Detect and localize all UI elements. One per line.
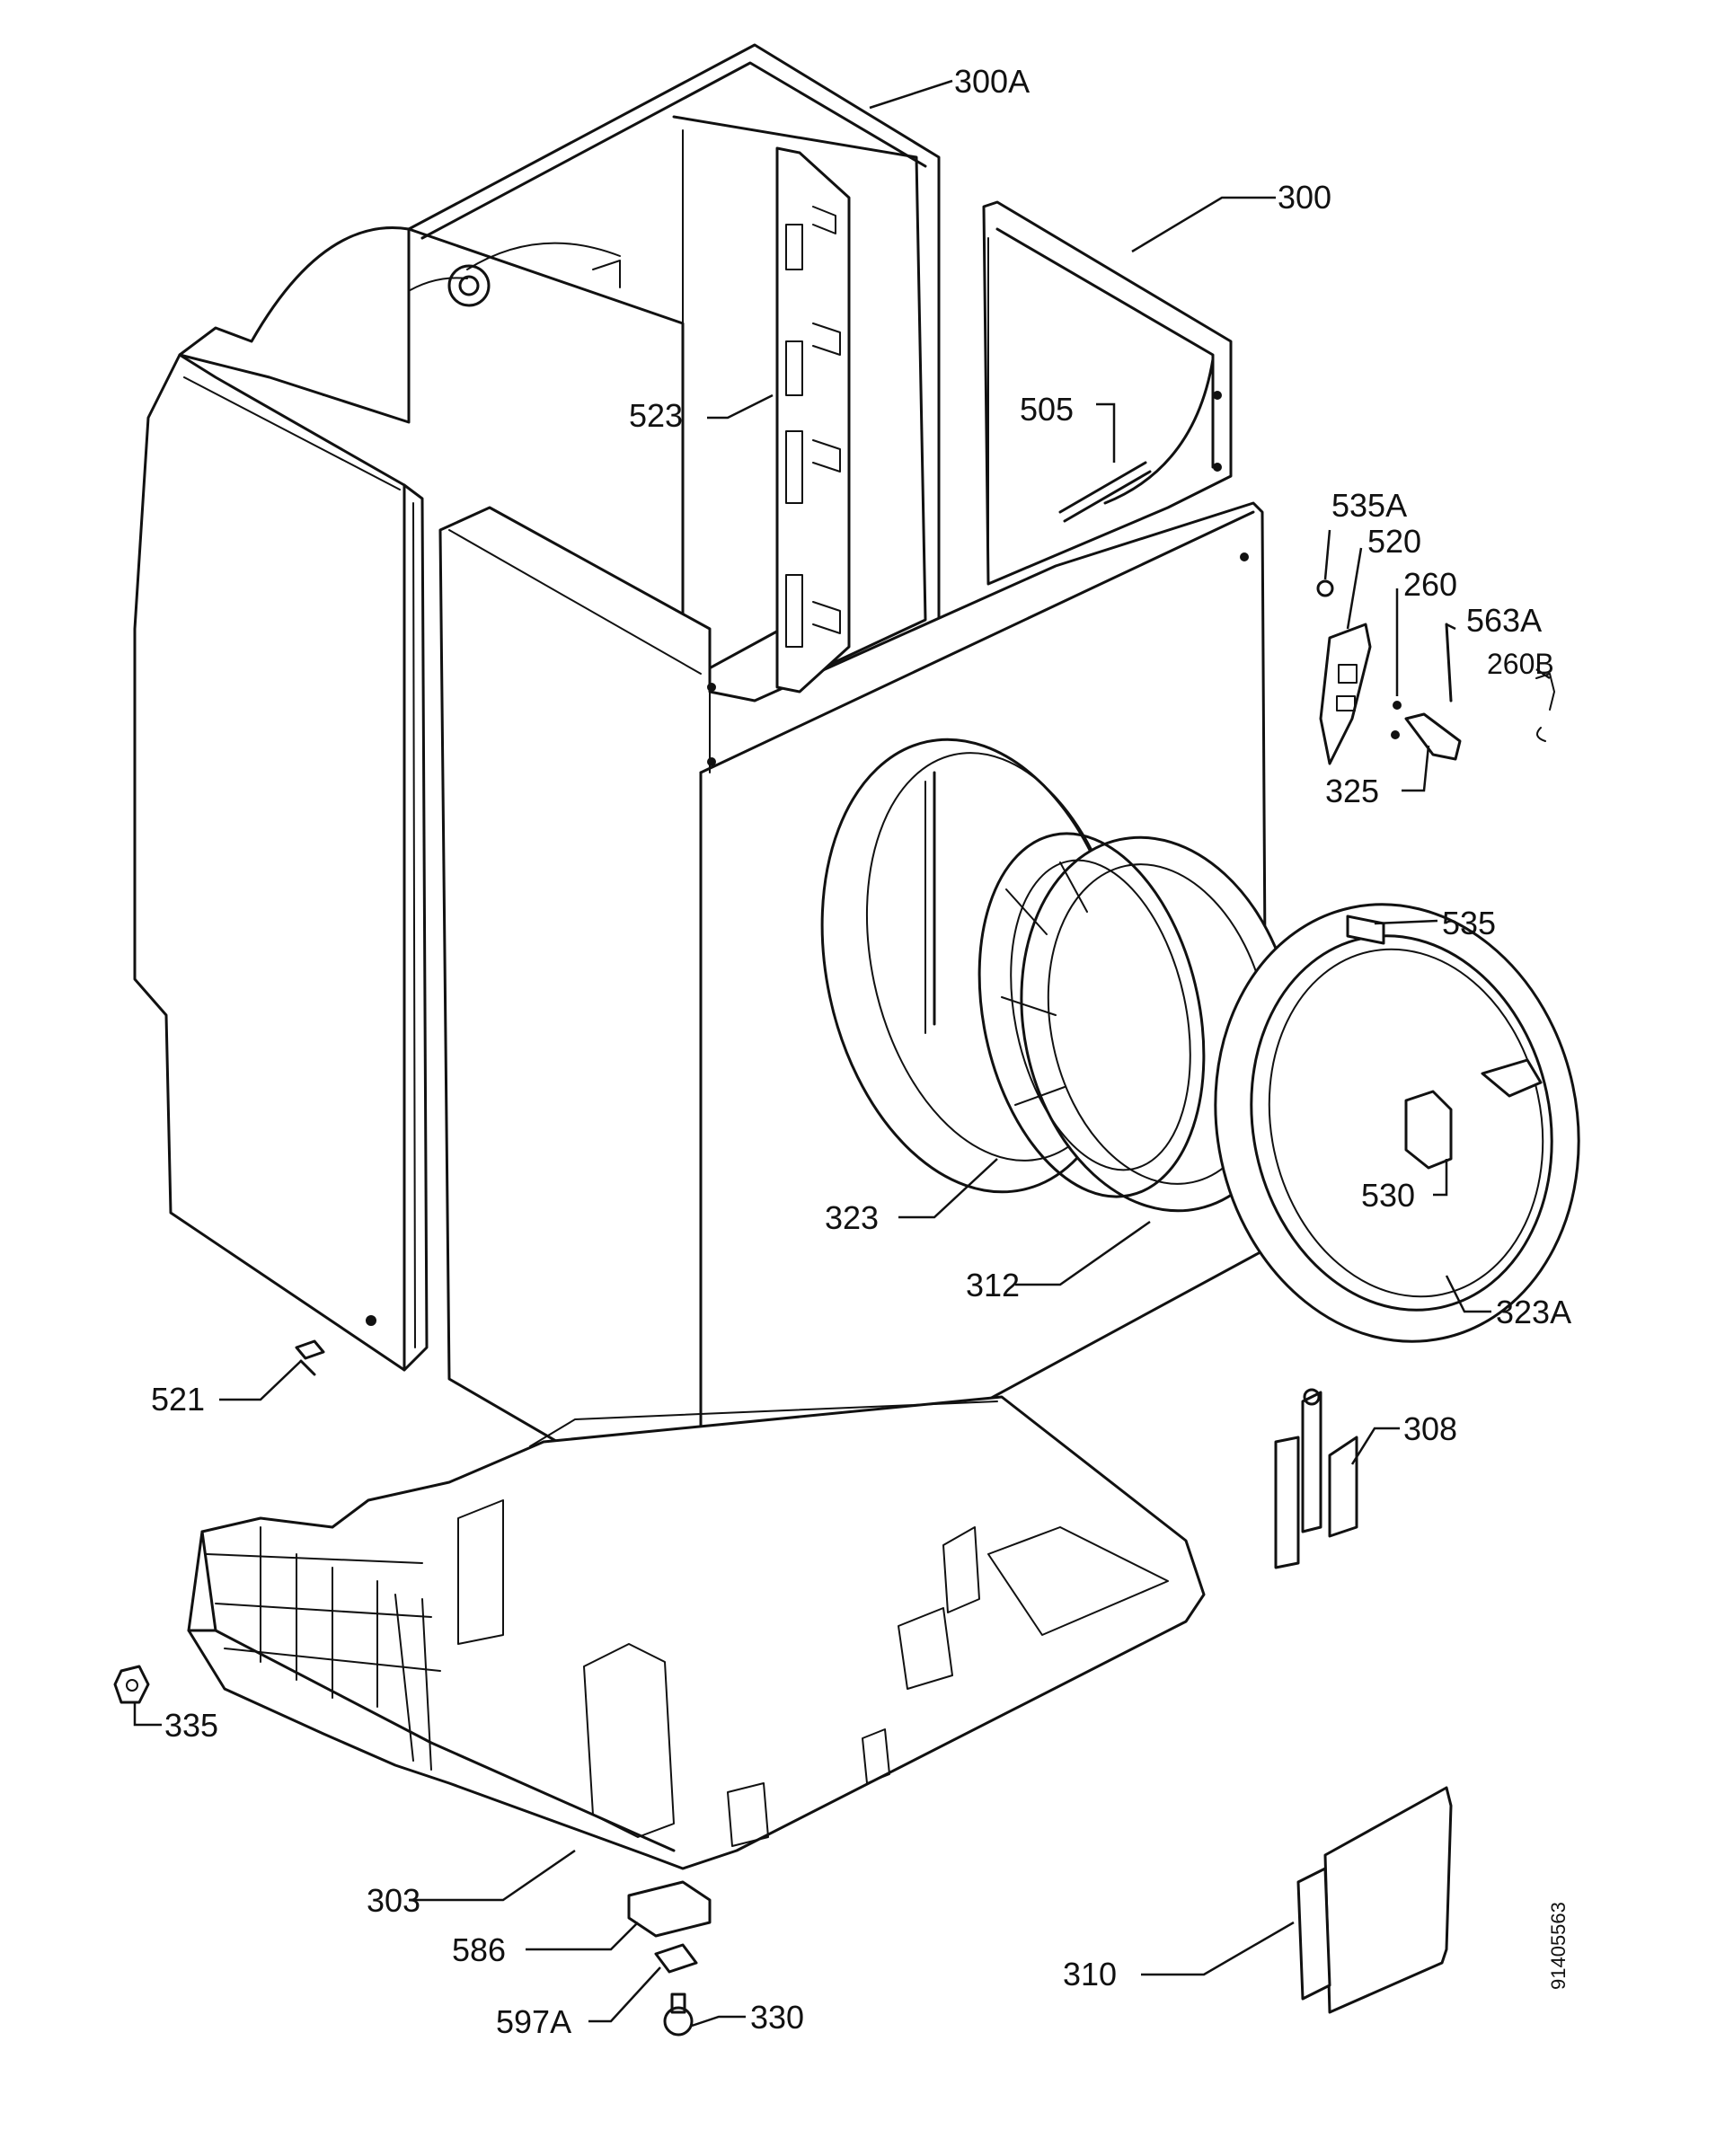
label-523: 523 [629, 397, 683, 434]
foot-parts [627, 1880, 712, 2037]
label-308: 308 [1403, 1410, 1457, 1447]
label-505: 505 [1020, 391, 1074, 428]
label-260b: 260B [1487, 648, 1554, 680]
part-labels: 300A 300 523 505 535A 520 260 563A 260B … [151, 63, 1571, 2040]
label-312: 312 [966, 1267, 1020, 1303]
label-300a: 300A [954, 63, 1030, 100]
label-520: 520 [1367, 523, 1421, 560]
label-535: 535 [1442, 905, 1496, 941]
hinge-308 [1274, 1388, 1358, 1569]
screw-521 [295, 1339, 325, 1376]
label-300: 300 [1278, 179, 1331, 216]
nut-335 [113, 1665, 150, 1704]
rail-panel-523 [775, 146, 851, 694]
bellows-323 [977, 832, 1206, 1198]
hose-505 [1058, 461, 1152, 523]
label-330: 330 [750, 1999, 804, 2036]
label-335: 335 [164, 1707, 218, 1744]
label-586: 586 [452, 1931, 506, 1968]
left-side-panel [133, 353, 429, 1372]
document-number: 91405563 [1547, 1902, 1570, 1990]
label-260: 260 [1403, 566, 1457, 603]
door-323a [1214, 903, 1580, 1343]
leader-lines [133, 79, 1551, 2028]
label-303: 303 [367, 1882, 420, 1919]
label-535a: 535A [1331, 487, 1407, 524]
label-310: 310 [1063, 1956, 1117, 1993]
label-521: 521 [151, 1381, 205, 1418]
label-563a: 563A [1466, 602, 1542, 639]
label-597a: 597A [496, 2003, 571, 2040]
upper-frame-300 [982, 200, 1233, 586]
filter-cover-310 [1296, 1786, 1453, 2014]
label-530: 530 [1361, 1177, 1415, 1214]
base-frame-303 [187, 1395, 1206, 1870]
label-323: 323 [825, 1199, 879, 1236]
label-323a: 323A [1496, 1294, 1571, 1330]
label-325: 325 [1325, 773, 1379, 809]
